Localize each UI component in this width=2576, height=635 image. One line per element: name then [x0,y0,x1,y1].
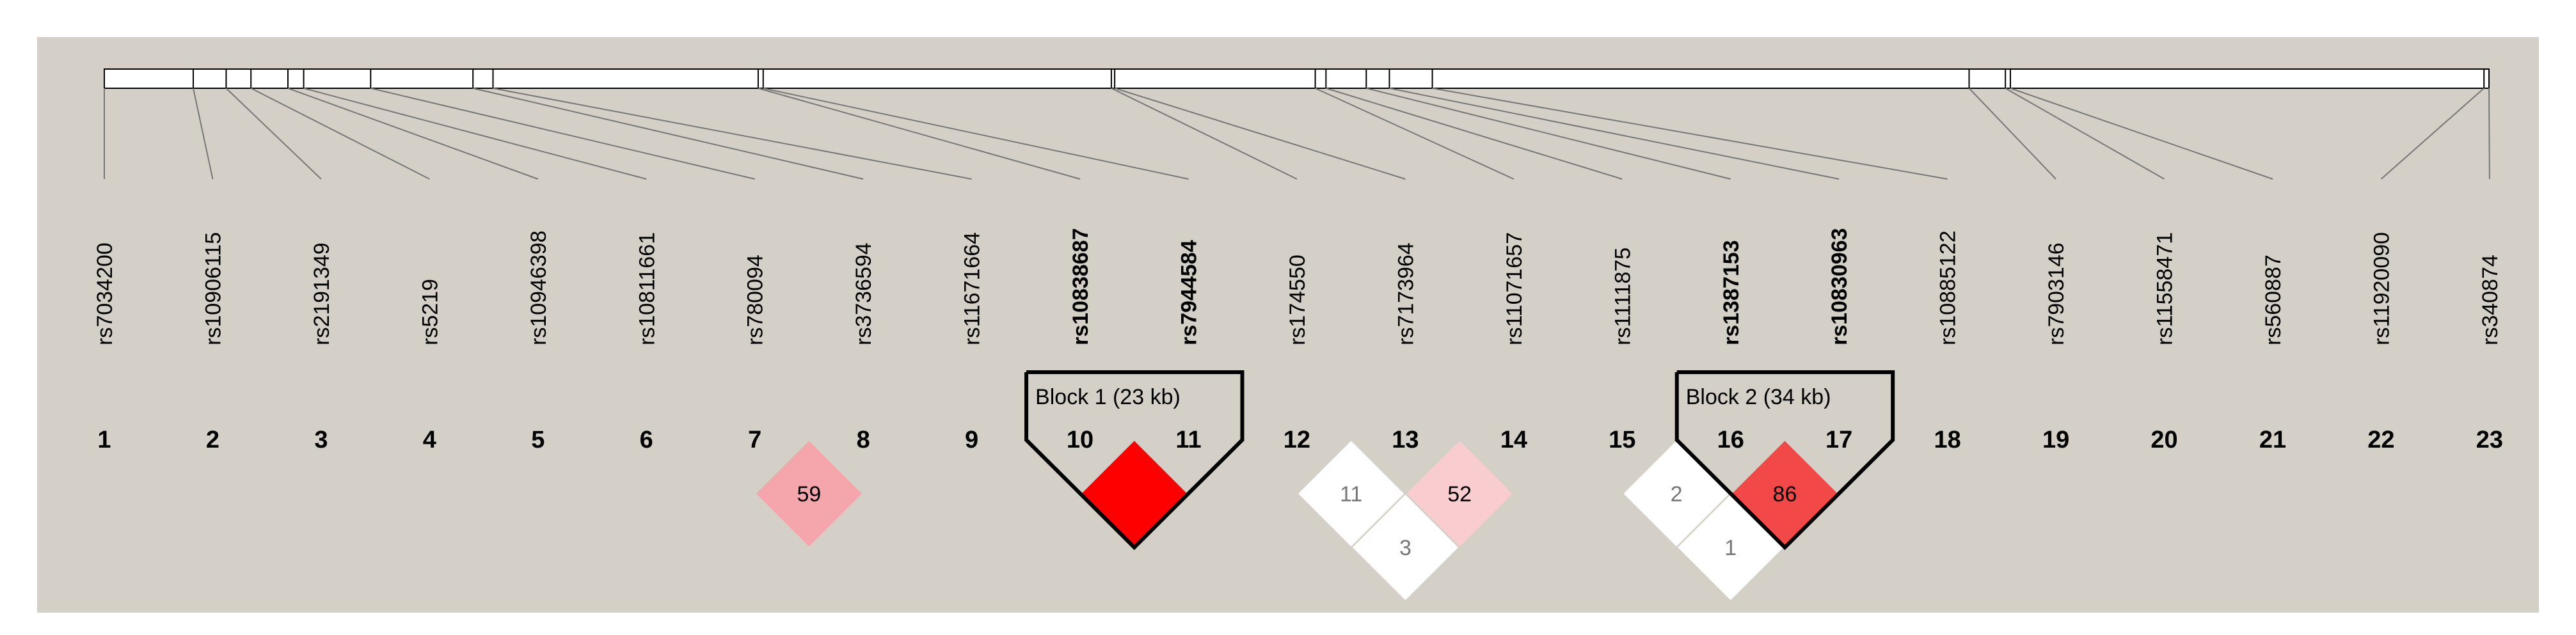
snp-label-11: rs7944584 [1177,240,1202,345]
snp-label-15: rs1111875 [1610,247,1635,345]
connector-2 [193,88,214,180]
snp-label-21: rs560887 [2261,255,2286,345]
snp-index-10: 10 [1067,427,1093,453]
ld-cell-12-14 [1350,492,1460,602]
snp-label-4: rs5219 [418,279,442,345]
connector-20 [2005,88,2165,180]
ld-value-16-17: 86 [1773,482,1797,506]
snp-label-10: rs10838687 [1069,228,1093,345]
haplotype-blocks: Block 1 (23 kb) Block 2 (34 kb) [1024,370,1895,551]
connector-11 [763,88,1189,180]
snp-index-9: 9 [965,427,978,453]
snp-label-19: rs7903146 [2044,242,2069,345]
snp-index-15: 15 [1609,427,1635,453]
block-label-2: Block 2 (34 kb) [1686,385,1831,409]
snp-index-13: 13 [1392,427,1419,453]
snp-label-2: rs10906115 [201,232,225,345]
marker-connectors [104,88,2490,180]
snp-label-13: rs7173964 [1394,242,1418,345]
block-label-1: Block 1 (23 kb) [1035,385,1181,409]
snp-index-1: 1 [97,427,111,453]
snp-label-22: rs11920090 [2369,232,2394,345]
connector-5 [287,88,539,180]
connector-12 [1111,88,1298,180]
snp-index-22: 22 [2367,427,2394,453]
snp-label-9: rs11671664 [960,232,985,345]
connector-19 [1968,88,2056,180]
ruler-bar [104,68,2490,89]
snp-index-23: 23 [2476,427,2503,453]
ld-value-7-8: 59 [797,482,822,506]
snp-index-19: 19 [2042,427,2069,453]
snp-labels: rs7034200 rs10906115 rs2191349 rs5219 rs1094… [93,228,2502,345]
snp-index-4: 4 [423,427,436,453]
snp-label-20: rs11558471 [2153,232,2177,345]
connector-21 [2010,88,2273,180]
ld-value-15-16: 2 [1671,482,1683,506]
snp-index-7: 7 [748,427,761,453]
snp-index-11: 11 [1175,427,1201,453]
snp-label-5: rs10946398 [527,230,551,345]
snp-label-8: rs3736594 [852,242,876,345]
connector-6 [303,88,647,180]
snp-index-12: 12 [1284,427,1310,453]
snp-label-14: rs11071657 [1502,232,1527,345]
connector-16 [1366,88,1731,180]
snp-index-14: 14 [1500,427,1527,453]
snp-index-5: 5 [531,427,545,453]
snp-label-1: rs7034200 [93,242,117,345]
snp-index-2: 2 [206,427,219,453]
snp-index-17: 17 [1825,427,1852,453]
snp-label-6: rs10811661 [635,232,659,345]
snp-label-18: rs10885122 [1936,230,1960,345]
connector-15 [1326,88,1623,180]
connector-8 [472,88,864,180]
snp-index-3: 3 [314,427,328,453]
block-outline-1 [1024,370,1244,551]
ld-cell-7-8 [754,439,864,549]
snp-index-6: 6 [640,427,653,453]
snp-index-16: 16 [1717,427,1744,453]
ld-value-12-14: 3 [1399,536,1411,560]
snp-label-23: rs340874 [2478,255,2502,345]
connector-17 [1389,88,1840,180]
connector-7 [370,88,755,180]
snp-label-3: rs2191349 [310,242,334,345]
snp-index-20: 20 [2151,427,2177,453]
connector-3 [225,88,322,180]
snp-index-8: 8 [857,427,870,453]
connector-18 [1432,88,1948,180]
snp-label-7: rs780094 [743,255,768,345]
ld-value-13-14: 52 [1447,482,1472,506]
connector-9 [493,88,972,180]
connector-13 [1114,88,1406,180]
snp-index-21: 21 [2259,427,2286,453]
marker-ruler [104,68,2490,89]
connector-4 [250,88,430,180]
ld-value-12-13: 11 [1340,482,1362,506]
connector-10 [758,88,1081,180]
snp-label-16: rs1387153 [1719,240,1744,345]
connector-14 [1315,88,1515,180]
block-outline-2 [1674,370,1895,551]
connector-22 [2380,88,2485,180]
snp-label-17: rs10830963 [1827,228,1852,345]
snp-index-18: 18 [1934,427,1961,453]
connector-23 [2488,88,2490,180]
snp-label-12: rs174550 [1285,255,1310,345]
ld-value-15-17: 1 [1724,536,1737,560]
plot-background [37,37,2539,613]
